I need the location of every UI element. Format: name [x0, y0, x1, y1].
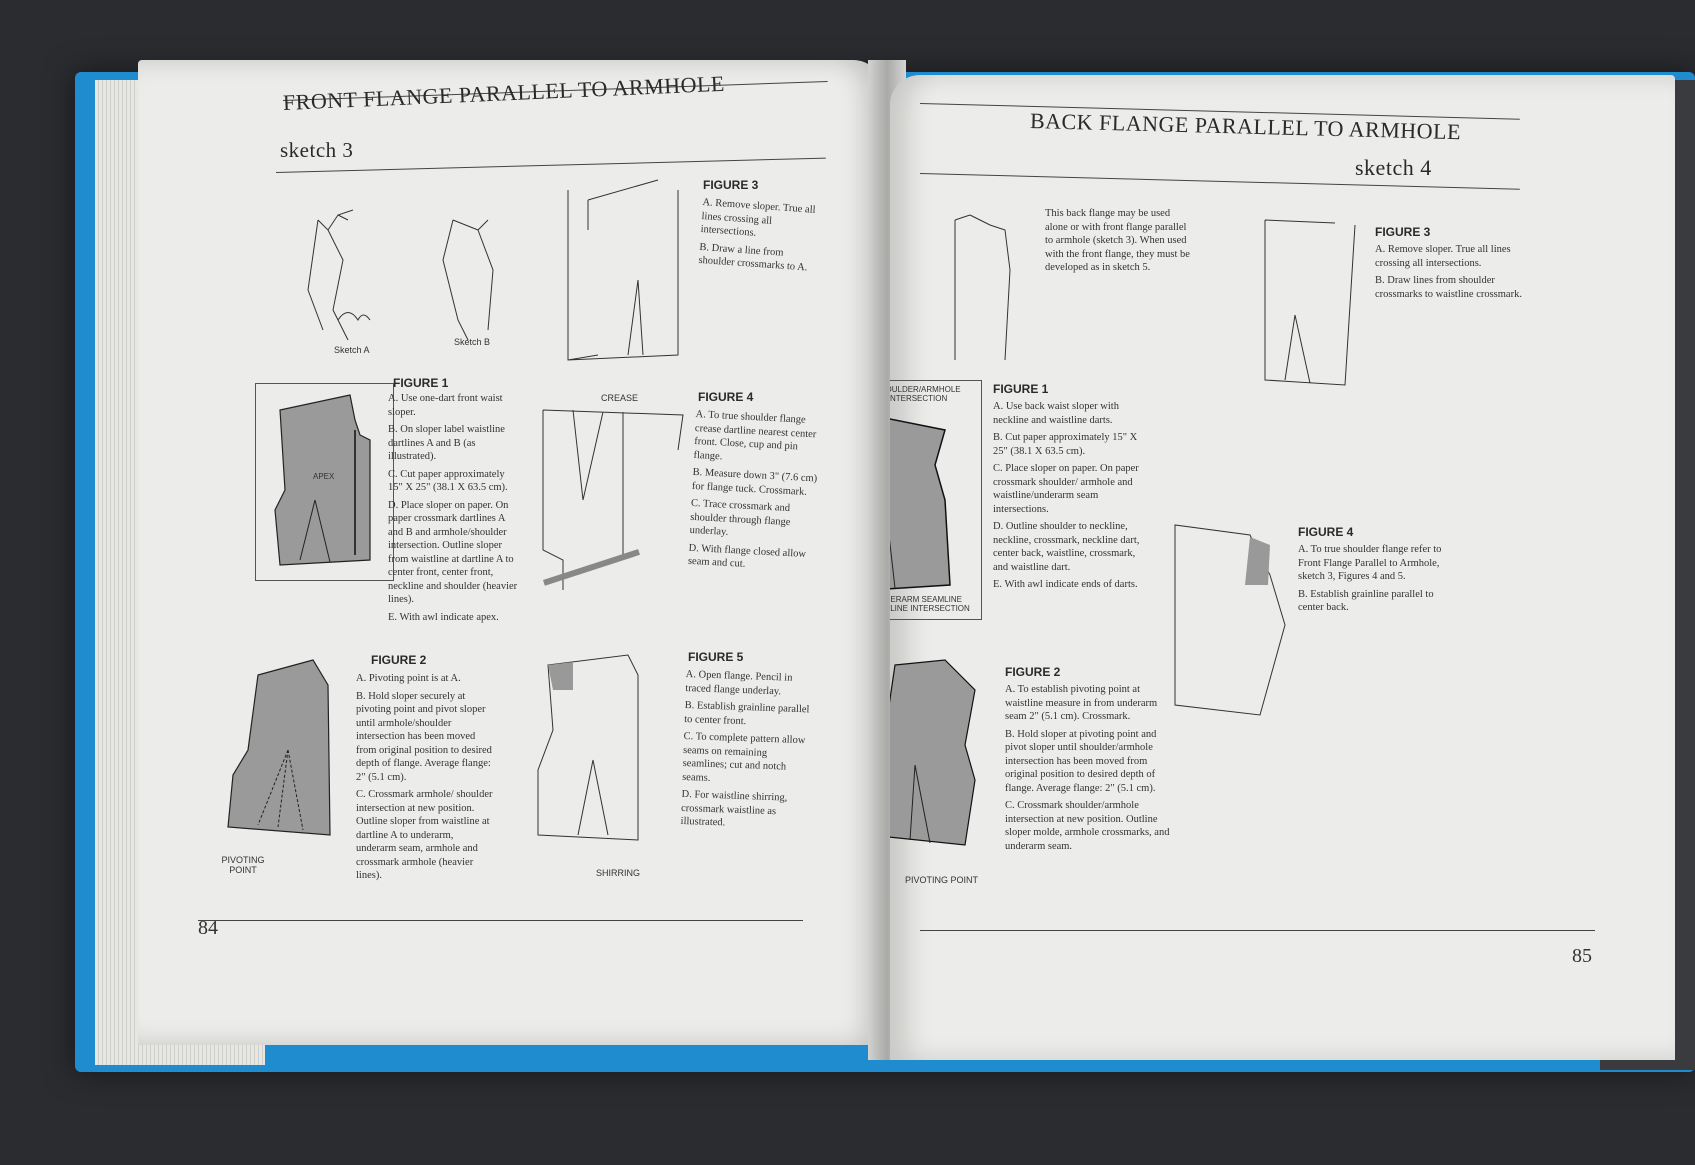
fig4-crease-label: CREASE [601, 393, 639, 403]
right-figure2-line-b: B. Hold sloper at pivoting point and piv… [1005, 728, 1157, 794]
right-figure2-drawing [890, 659, 976, 846]
left-figure5-text: A. Open flange. Pencil in traced flange … [680, 668, 814, 837]
left-figure1-line-d: D. Place sloper on paper. On paper cross… [388, 499, 518, 606]
left-figure5-line-d: D. For waistline shirring, crossmark wai… [680, 788, 788, 829]
figure1-box [890, 380, 982, 620]
left-figure5-line-c: C. To complete pattern allow seams on re… [682, 730, 806, 784]
page-number: 85 [1572, 945, 1592, 967]
right-figure1-heading: FIGURE 1 [993, 382, 1049, 396]
shoulder-armhole-label: SHOULDER/ARMHOLE INTERSECTION [890, 385, 961, 403]
left-figure3-line-b: B. Draw a line from shoulder crossmarks … [698, 241, 808, 274]
right-page: BACK FLANGE PARALLEL TO ARMHOLE sketch 4… [890, 75, 1675, 1060]
left-page: FRONT FLANGE PARALLEL TO ARMHOLE sketch … [138, 60, 883, 1045]
sketch4-drawing [954, 214, 1011, 361]
left-figure4-line-c: C. Trace crossmark and shoulder through … [689, 497, 791, 538]
footer-rule [920, 930, 1595, 931]
left-figure1-line-a: A. Use one-dart front waist sloper. [388, 393, 503, 418]
left-figure2-line-b: B. Hold sloper securely at pivoting poin… [356, 690, 492, 783]
left-figure5-line-a: A. Open flange. Pencil in traced flange … [685, 668, 793, 697]
right-figure1-drawing [890, 418, 951, 590]
footer-rule [198, 920, 803, 921]
right-figure3-line-a: A. Remove sloper. True all lines crossin… [1375, 244, 1511, 269]
right-figure2-text: A. To establish pivoting point at waistl… [1005, 683, 1170, 857]
page-number: 84 [198, 917, 218, 939]
right-figure1-text: A. Use back waist sloper with neckline a… [993, 400, 1153, 596]
figure3-drawing [567, 179, 679, 361]
right-figure2-line-a: A. To establish pivoting point at waistl… [1005, 684, 1158, 722]
right-figure4-text: A. To true shoulder flange refer to Fron… [1298, 543, 1448, 619]
left-figure2-text: A. Pivoting point is at A. B. Hold slope… [356, 672, 496, 887]
right-figure4-drawing [1174, 524, 1286, 716]
right-figure1-line-d: D. Outline shoulder to neckline, necklin… [993, 521, 1140, 573]
left-figure2-drawing [227, 659, 331, 836]
left-figure4-line-d: D. With flange closed allow seam and cut… [687, 542, 807, 570]
left-figure3-line-a: A. Remove sloper. True all lines crossin… [700, 196, 816, 239]
left-figure1-line-e: E. With awl indicate apex. [388, 611, 499, 623]
left-figure1-line-b: B. On sloper label waistline dartlines A… [388, 424, 505, 462]
right-figure2-heading: FIGURE 2 [1005, 665, 1061, 679]
left-figure1-line-c: C. Cut paper approximately 15" X 25" (38… [388, 468, 508, 494]
figure1-drawing [274, 394, 371, 566]
left-figure1-text: A. Use one-dart front waist sloper. B. O… [388, 392, 518, 628]
sketch-a-label: Sketch A [334, 345, 370, 355]
sketch-a-b-drawing [307, 209, 494, 341]
right-figure3-line-b: B. Draw lines from shoulder crossmarks t… [1375, 275, 1522, 300]
figure4-drawing [542, 409, 684, 590]
underarm-seamline-label: UNDERARM SEAMLINE WAISTLINE INTERSECTION [890, 595, 970, 613]
left-figure3-text: A. Remove sloper. True all lines crossin… [698, 196, 823, 280]
left-figure1-heading: FIGURE 1 [393, 376, 449, 390]
right-pivoting-point-label: PIVOTING POINT [905, 875, 979, 885]
title-rule-bottom [275, 157, 826, 173]
left-figure2-heading: FIGURE 2 [371, 653, 427, 667]
page-title: FRONT FLANGE PARALLEL TO ARMHOLE [282, 70, 726, 115]
left-figure2-line-c: C. Crossmark armhole/ shoulder intersect… [356, 789, 493, 881]
left-figure4-heading: FIGURE 4 [698, 390, 754, 404]
left-figure4-line-a: A. To true shoulder flange crease dartli… [693, 408, 817, 462]
left-figure5-line-b: B. Establish grainline parallel to cente… [684, 699, 810, 727]
left-figure3-heading: FIGURE 3 [703, 178, 759, 192]
right-figure1-line-c: C. Place sloper on paper. On paper cross… [993, 463, 1139, 515]
left-figure5-heading: FIGURE 5 [688, 650, 744, 664]
right-figure4-line-b: B. Establish grainline parallel to cente… [1298, 588, 1434, 614]
right-figure2-line-c: C. Crossmark shoulder/armhole intersecti… [1005, 800, 1170, 852]
sketch-b-label: Sketch B [454, 337, 491, 347]
fig5-shirring-label: SHIRRING [596, 868, 641, 878]
right-figure1-line-a: A. Use back waist sloper with neckline a… [993, 401, 1119, 426]
right-figure3-drawing [1264, 219, 1356, 386]
right-figure3-text: A. Remove sloper. True all lines crossin… [1375, 243, 1525, 305]
page-title: BACK FLANGE PARALLEL TO ARMHOLE [1029, 108, 1462, 145]
left-figure2-line-a: A. Pivoting point is at A. [356, 673, 461, 684]
left-figure4-text: A. To true shoulder flange crease dartli… [687, 408, 820, 579]
left-figure4-line-b: B. Measure down 3" (7.6 cm) for flange t… [691, 466, 818, 498]
intro-text: This back flange may be used alone or wi… [1045, 208, 1190, 273]
right-figure1-line-e: E. With awl indicate ends of darts. [993, 579, 1138, 590]
right-figure4-heading: FIGURE 4 [1298, 525, 1354, 539]
right-figure4-line-a: A. To true shoulder flange refer to Fron… [1298, 544, 1442, 582]
right-figure3-heading: FIGURE 3 [1375, 225, 1431, 239]
page-subtitle: sketch 3 [280, 138, 354, 162]
fig1-apex-label: APEX [313, 472, 335, 481]
right-figure1-line-b: B. Cut paper approximately 15" X 25" (38… [993, 432, 1138, 457]
page-subtitle: sketch 4 [1355, 155, 1432, 180]
left-pivoting-point-label: PIVOTING POINT [221, 855, 265, 875]
left-figure5-drawing [537, 654, 639, 841]
